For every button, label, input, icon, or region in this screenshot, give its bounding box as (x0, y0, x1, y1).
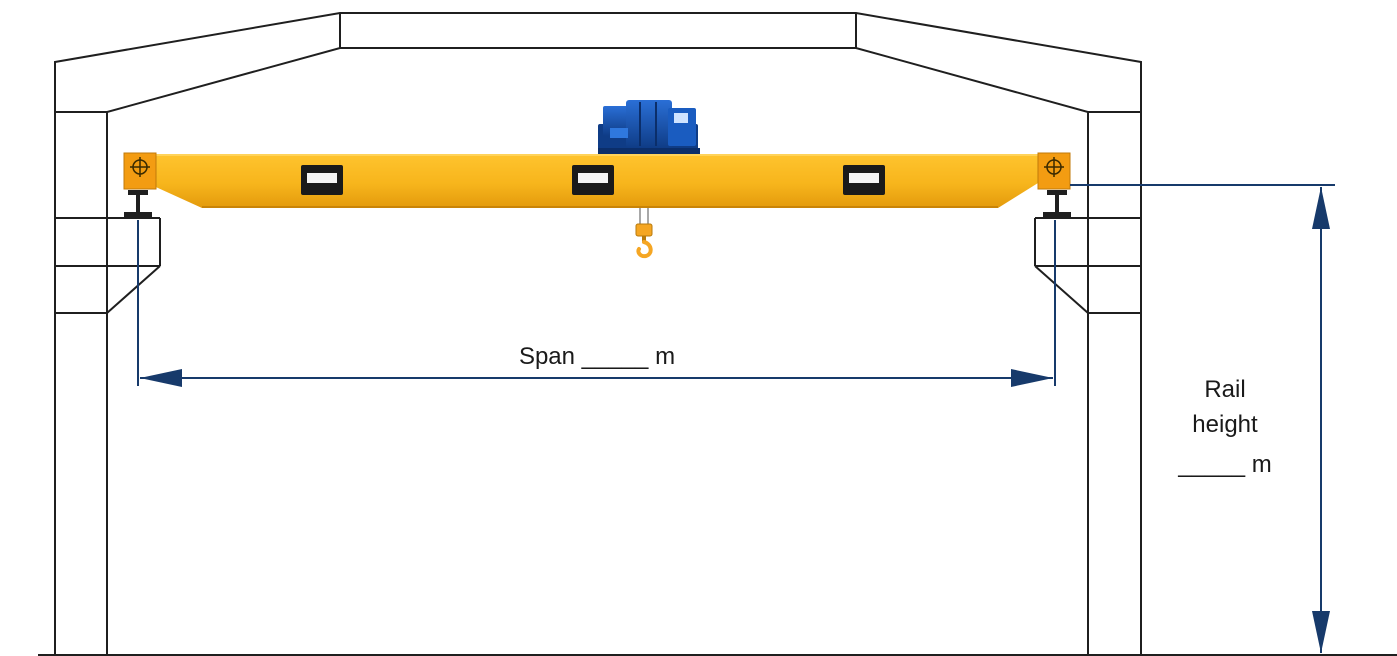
left-rail (124, 190, 152, 217)
span-arrow-right (1011, 369, 1053, 387)
overhead-crane (123, 100, 1071, 259)
right-end-truck (1037, 152, 1071, 190)
rail-height-arrow-top (1312, 187, 1330, 229)
right-corbel (1034, 217, 1141, 314)
roof-outer (54, 12, 1142, 655)
span-dimension: Span _____ m (137, 220, 1056, 387)
girder-window-center (572, 165, 614, 195)
girder-window-right (843, 165, 885, 195)
crane-hook-icon (635, 208, 653, 259)
roof-inner (106, 47, 1089, 655)
span-arrow-left (140, 369, 182, 387)
rail-height-label-line3: _____ m (1177, 451, 1271, 478)
girder-window-left (301, 165, 343, 195)
span-label: Span _____ m (519, 343, 675, 370)
hoist-trolley (598, 100, 700, 156)
rail-height-label-line2: height (1192, 411, 1258, 438)
building-frame (38, 12, 1397, 656)
crosshair-icon (1044, 157, 1064, 177)
right-rail (1043, 190, 1071, 217)
rail-height-dimension: Rail height _____ m (1070, 184, 1335, 653)
crosshair-icon (130, 157, 150, 177)
rail-height-label-line1: Rail (1204, 376, 1245, 403)
rail-height-arrow-bottom (1312, 611, 1330, 653)
left-corbel (55, 217, 161, 314)
left-end-truck (123, 152, 157, 190)
